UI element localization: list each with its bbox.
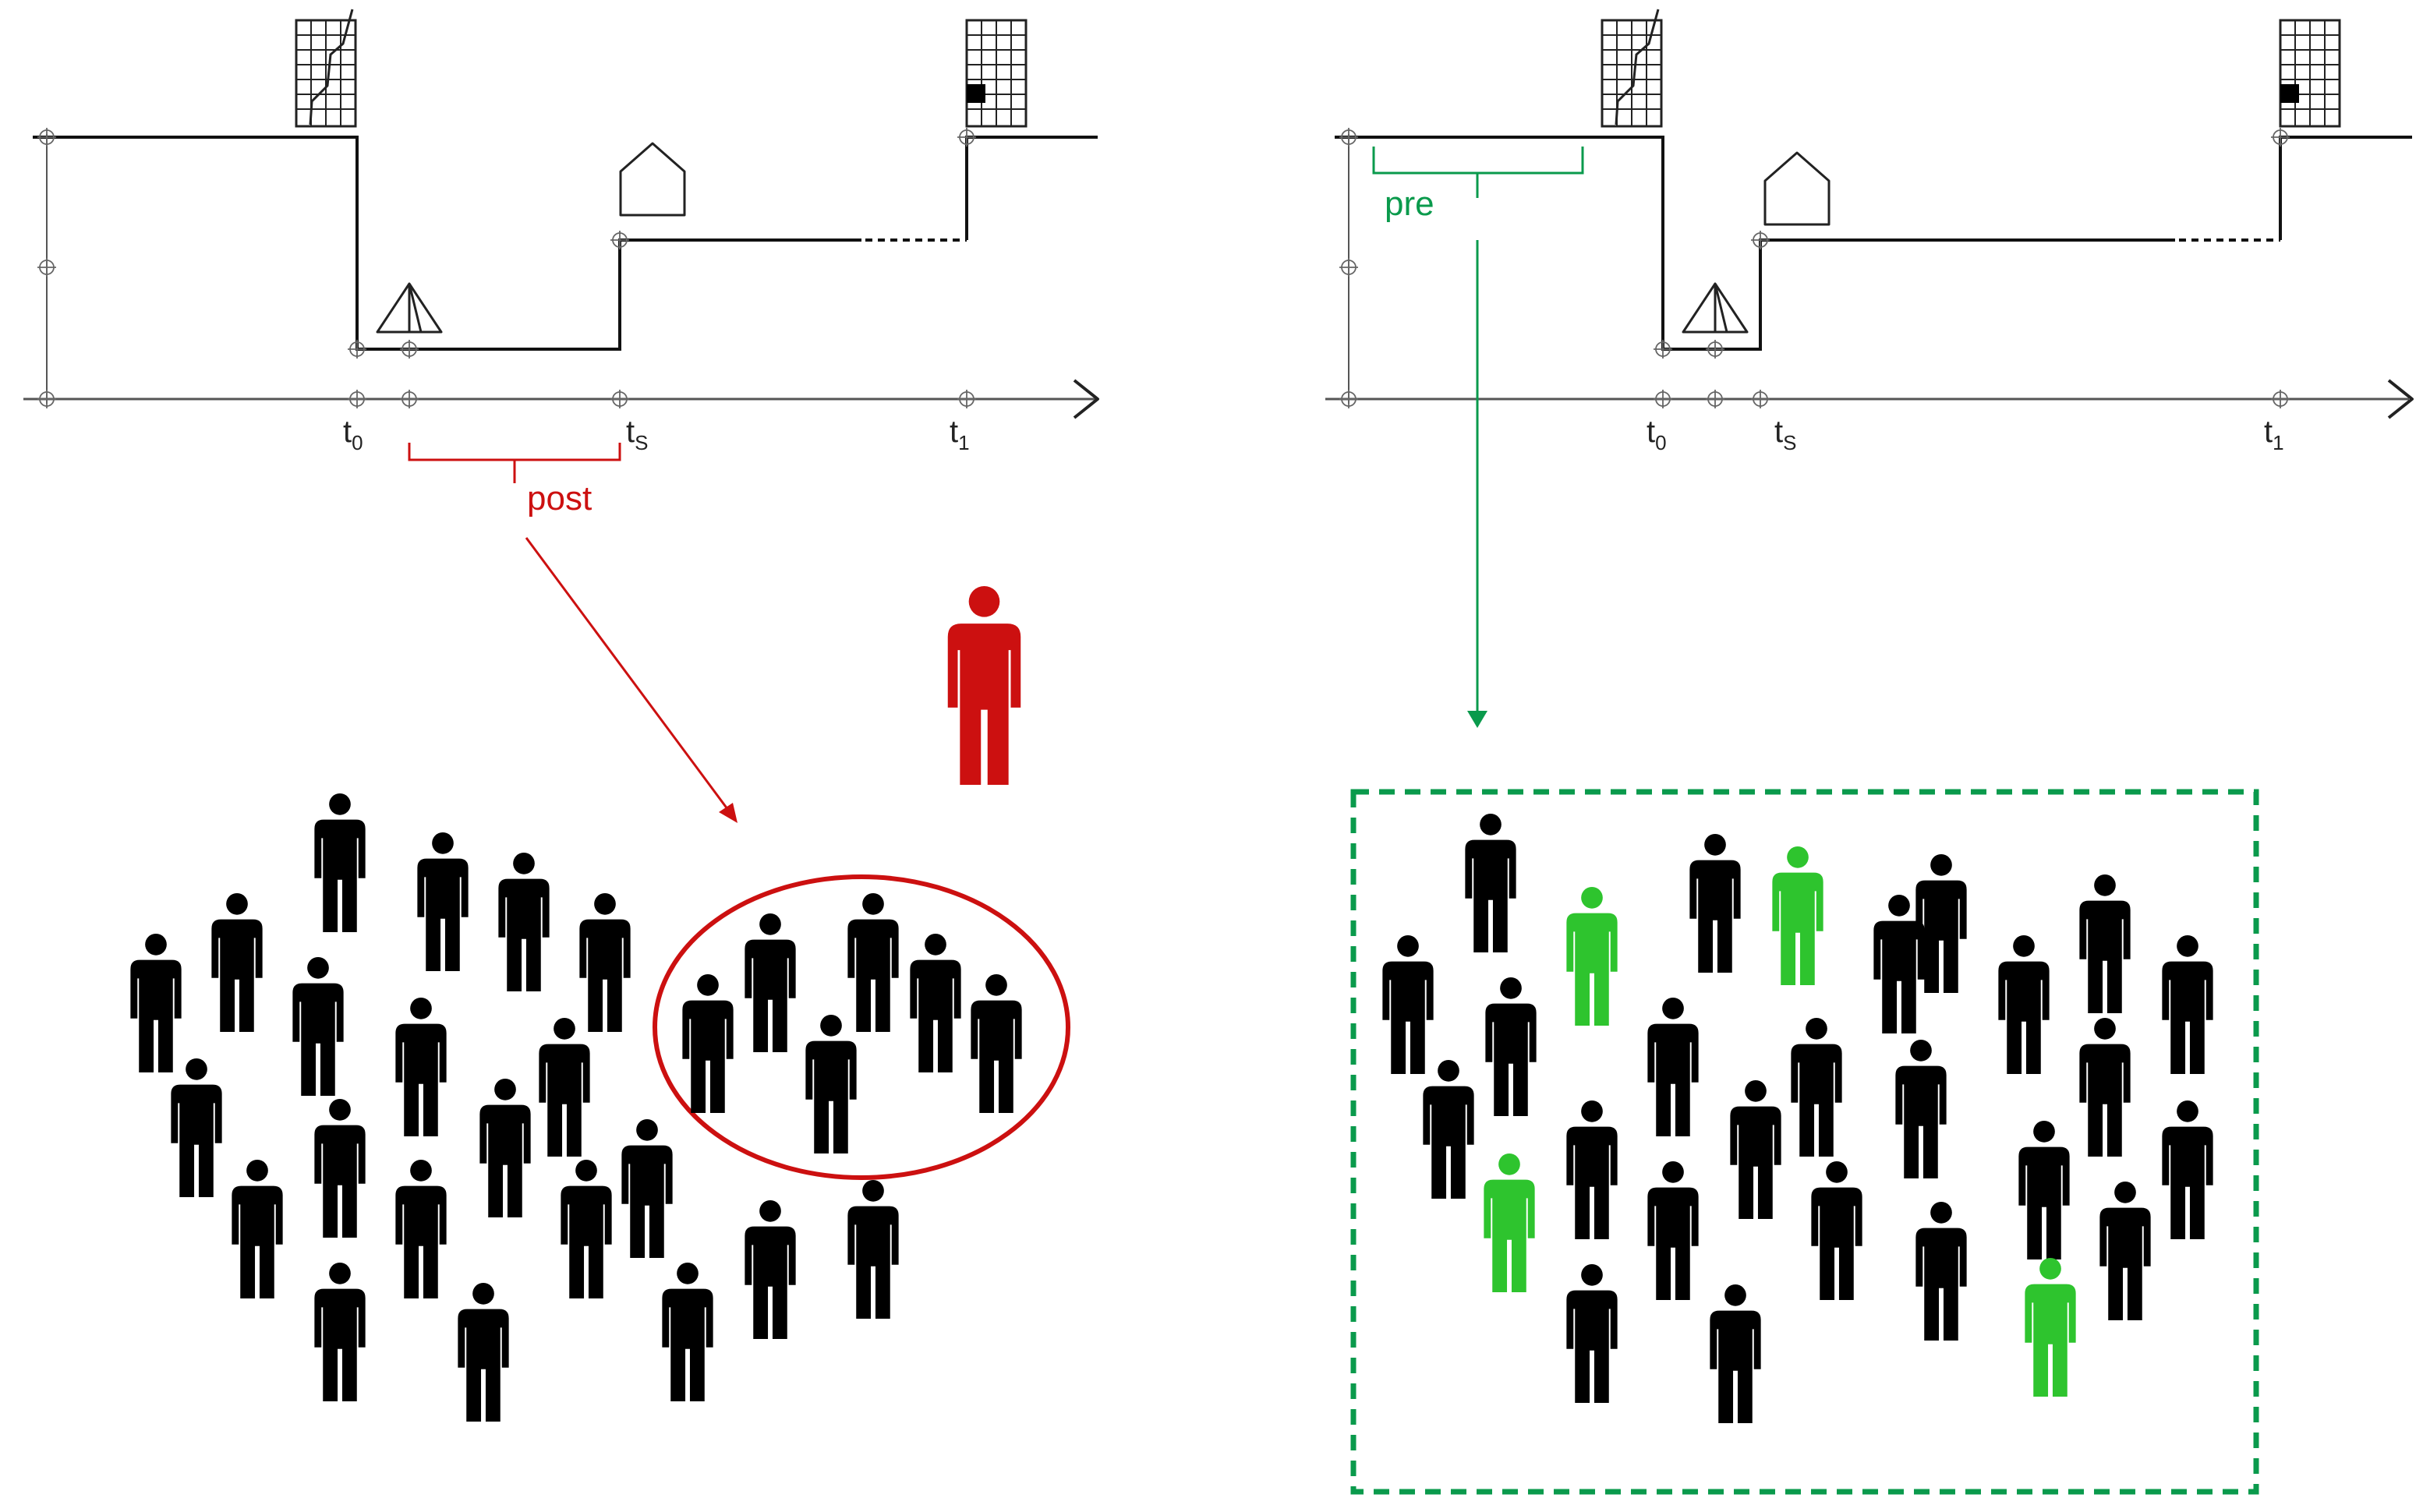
person-icon <box>971 974 1022 1113</box>
person-icon <box>1382 935 1434 1074</box>
person-icon <box>1998 935 2050 1074</box>
person-icon <box>498 853 550 991</box>
person-icon <box>561 1160 612 1298</box>
person-icon <box>1811 1161 1862 1300</box>
right-pre-bracket <box>1372 147 1584 198</box>
person-icon <box>211 893 263 1032</box>
person-icon <box>662 1263 713 1401</box>
person-icon <box>1730 1080 1781 1219</box>
left-post-arrowhead <box>719 803 738 823</box>
person-icon <box>395 1160 447 1298</box>
right-building-icon <box>1601 19 1663 128</box>
right-time-label-t0: t0 <box>1647 415 1667 454</box>
person-icon <box>171 1058 222 1197</box>
person-icon <box>1915 1202 1967 1341</box>
person-icon <box>1566 1100 1618 1239</box>
right-group-dashed-frame <box>1350 789 2259 1495</box>
right-time-label-ts: tS <box>1774 415 1796 454</box>
person-icon <box>130 934 182 1072</box>
person-icon <box>1895 1040 1947 1178</box>
person-icon <box>2018 1121 2070 1259</box>
person-icon <box>805 1015 857 1153</box>
person-icon <box>847 893 899 1032</box>
person-icon <box>458 1283 509 1422</box>
left-crowd <box>130 793 1022 1422</box>
person-icon <box>1485 977 1537 1116</box>
left-time-label-ts: tS <box>626 415 648 454</box>
person-icon <box>1423 1060 1474 1199</box>
green-person-icon <box>2025 1258 2076 1397</box>
left-status-line <box>33 136 861 351</box>
green-person-icon <box>1566 887 1618 1026</box>
person-icon <box>1791 1018 1842 1157</box>
person-icon <box>1647 1161 1699 1300</box>
person-icon <box>1647 998 1699 1136</box>
left-building-unit-marker <box>967 84 985 103</box>
left-post-bracket <box>408 443 621 483</box>
right-time-label-t1: t1 <box>2264 415 2284 454</box>
right-status-line <box>1335 136 2175 351</box>
person-icon <box>1566 1264 1618 1403</box>
person-icon <box>314 793 366 932</box>
left-house-icon <box>619 142 686 217</box>
person-icon <box>579 893 631 1032</box>
right-timeline: t0 tS t1 pre <box>1325 9 2414 728</box>
right-building-crack <box>1615 9 1660 125</box>
person-icon <box>232 1160 283 1298</box>
person-icon <box>292 957 344 1096</box>
right-house-icon <box>1763 151 1831 226</box>
left-post-label: post <box>527 479 592 518</box>
green-person-icon <box>1772 846 1823 985</box>
person-icon <box>417 832 469 971</box>
right-pre-label: pre <box>1385 185 1434 223</box>
left-building-restored-icon <box>965 19 1028 128</box>
person-icon <box>745 1200 796 1339</box>
left-post-arrow <box>525 537 736 819</box>
left-panel: t0 tS t1 post <box>23 9 1099 1422</box>
green-person-icon <box>1484 1153 1535 1292</box>
left-timeline: t0 tS t1 post <box>23 9 1099 823</box>
person-icon <box>2079 874 2131 1013</box>
person-icon <box>847 1180 899 1319</box>
person-icon <box>2162 1100 2213 1239</box>
left-axis-markers <box>37 128 976 408</box>
person-icon <box>479 1079 531 1217</box>
person-icon <box>745 913 796 1052</box>
right-panel: t0 tS t1 pre <box>1325 9 2414 1495</box>
right-axis-markers <box>1339 128 2290 408</box>
person-icon <box>682 974 734 1113</box>
right-tent-icon <box>1682 282 1749 334</box>
right-building-unit-marker <box>2280 84 2299 103</box>
left-building-icon <box>295 19 357 128</box>
right-status-line-end <box>2279 136 2412 240</box>
left-time-label-t1: t1 <box>950 415 970 454</box>
person-icon <box>395 998 447 1136</box>
left-group-ellipse <box>653 874 1070 1180</box>
person-icon <box>910 934 961 1072</box>
red-person-icon <box>947 586 1021 785</box>
person-icon <box>2079 1018 2131 1157</box>
person-icon <box>2162 935 2213 1074</box>
left-time-label-t0: t0 <box>343 415 363 454</box>
person-icon <box>1689 834 1741 973</box>
person-icon <box>539 1018 590 1157</box>
left-building-crack <box>309 9 354 125</box>
person-icon <box>621 1119 673 1258</box>
person-icon <box>1710 1284 1761 1423</box>
left-axis-arrowhead <box>1073 379 1099 419</box>
right-axis-arrowhead <box>2387 379 2414 419</box>
right-pre-arrowhead <box>1467 711 1487 728</box>
left-tent-icon <box>376 282 443 334</box>
person-icon <box>314 1099 366 1238</box>
left-status-line-end <box>965 136 1098 240</box>
person-icon <box>1465 814 1516 952</box>
person-icon <box>2099 1182 2151 1320</box>
right-building-restored-icon <box>2279 19 2341 128</box>
person-icon <box>314 1263 366 1401</box>
